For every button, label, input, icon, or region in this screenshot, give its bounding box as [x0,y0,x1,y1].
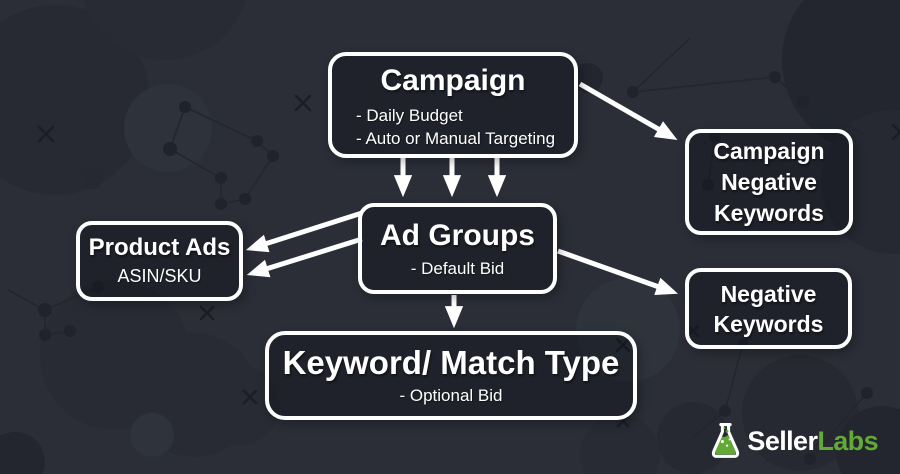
network-dots [38,71,873,465]
node-keyword-match-type-title: Keyword/ Match Type [282,344,620,381]
node-campaign-item: - Auto or Manual Targeting [356,129,556,148]
node-campaign-negative-keywords-title: Campaign Negative Keywords [713,137,825,226]
node-keyword-match-type: Keyword/ Match Type - Optional Bid [265,331,637,420]
node-keyword-match-type-item: - Optional Bid [399,386,503,405]
node-product-ads: Product Ads ASIN/SKU [76,221,243,301]
node-campaign-negative-keywords: Campaign Negative Keywords [685,129,853,235]
node-campaign: Campaign - Daily Budget - Auto or Manual… [328,52,578,158]
arrow-campaign-to-campaign-negative-keywords [578,81,678,141]
arrow-adgroups-to-negative-keywords [557,248,678,296]
node-campaign-title: Campaign [380,64,526,97]
node-campaign-item: - Daily Budget [356,106,463,125]
node-product-ads-title: Product Ads [88,234,231,261]
arrow-adgroups-to-productads-1 [245,210,363,253]
node-product-ads-subtitle: ASIN/SKU [117,266,202,286]
node-ad-groups-title: Ad Groups [380,218,535,252]
node-ad-groups-item: - Default Bid [410,258,505,278]
node-negative-keywords: Negative Keywords [685,268,852,349]
node-negative-keywords-title: Negative Keywords [713,280,824,337]
node-ad-groups: Ad Groups - Default Bid [358,203,557,294]
arrow-adgroups-to-productads-2 [246,236,363,278]
